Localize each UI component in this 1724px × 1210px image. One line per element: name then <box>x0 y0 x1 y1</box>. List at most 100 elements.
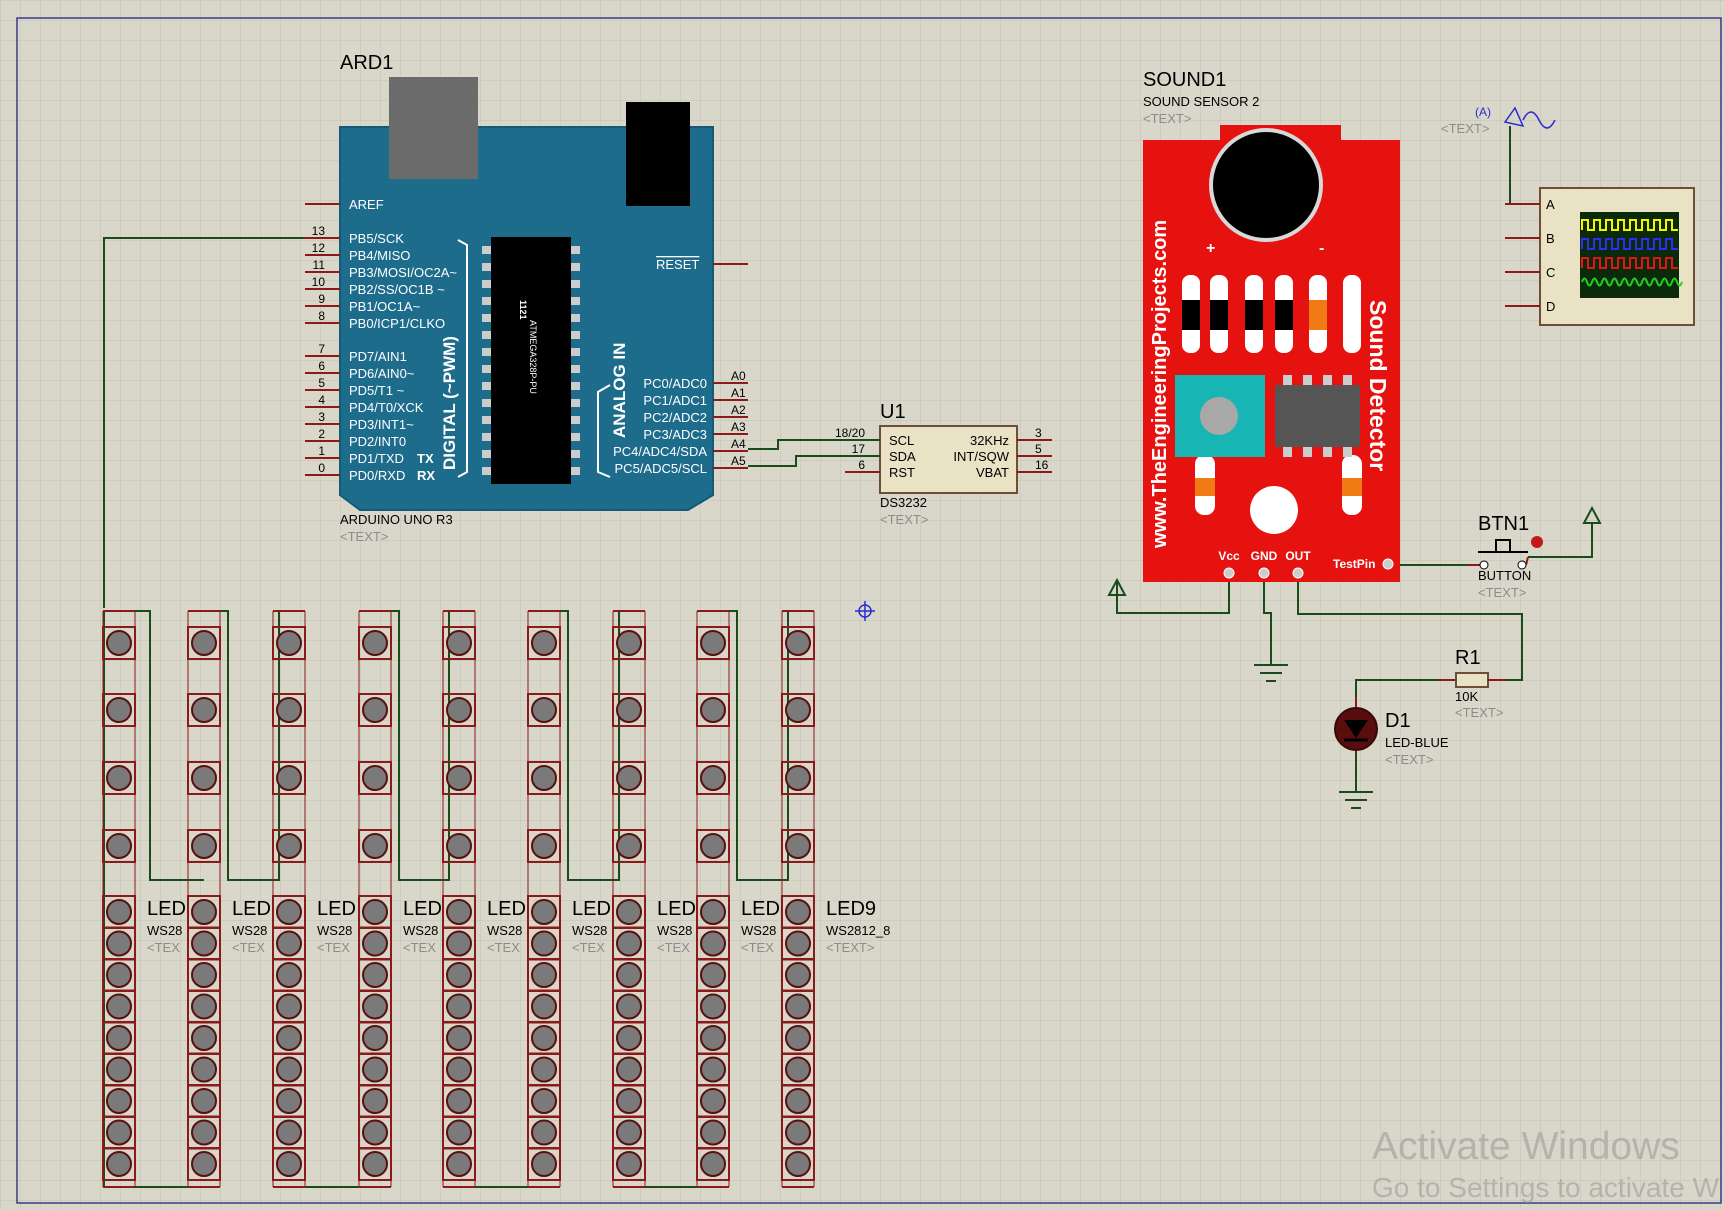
led-pixel[interactable] <box>531 1056 557 1083</box>
led-pixel[interactable] <box>276 697 302 723</box>
led-d1[interactable] <box>1334 697 1378 753</box>
led-pixel[interactable] <box>106 1025 132 1051</box>
led-pixel[interactable] <box>700 1151 726 1177</box>
led-strips[interactable] <box>102 610 815 1188</box>
led-pixel[interactable] <box>191 930 217 957</box>
led-pixel[interactable] <box>785 765 811 791</box>
led-pixel[interactable] <box>276 1119 302 1146</box>
led-pixel[interactable] <box>191 1056 217 1083</box>
led-pixel[interactable] <box>616 1025 642 1051</box>
led-pixel[interactable] <box>191 1025 217 1051</box>
led-pixel[interactable] <box>616 1056 642 1083</box>
led-pixel[interactable] <box>106 962 132 988</box>
led-pixel[interactable] <box>276 962 302 988</box>
led-pixel[interactable] <box>106 1119 132 1146</box>
led-pixel[interactable] <box>700 993 726 1020</box>
led-pixel[interactable] <box>785 1088 811 1114</box>
led-pixel[interactable] <box>531 962 557 988</box>
led-pixel[interactable] <box>362 833 388 859</box>
sound-pin-gnd[interactable] <box>1258 567 1270 579</box>
led-pixel[interactable] <box>446 833 472 859</box>
led-pixel[interactable] <box>531 1119 557 1146</box>
led-pixel[interactable] <box>446 1025 472 1051</box>
led-pixel[interactable] <box>700 1056 726 1083</box>
led-pixel[interactable] <box>531 1151 557 1177</box>
led-pixel[interactable] <box>446 962 472 988</box>
led-pixel[interactable] <box>785 697 811 723</box>
resistor-r1[interactable] <box>1438 672 1506 688</box>
led-pixel[interactable] <box>191 899 217 925</box>
led-pixel[interactable] <box>700 930 726 957</box>
led-pixel[interactable] <box>106 1056 132 1083</box>
led-strip[interactable] <box>358 610 392 1188</box>
button-btn1[interactable] <box>1467 536 1543 570</box>
led-pixel[interactable] <box>276 1088 302 1114</box>
led-pixel[interactable] <box>362 899 388 925</box>
led-pixel[interactable] <box>785 1056 811 1083</box>
led-pixel[interactable] <box>616 1151 642 1177</box>
led-strip[interactable] <box>102 610 136 1188</box>
led-pixel[interactable] <box>531 1088 557 1114</box>
led-pixel[interactable] <box>531 930 557 957</box>
led-pixel[interactable] <box>531 1025 557 1051</box>
sound-pin-out[interactable] <box>1292 567 1304 579</box>
led-pixel[interactable] <box>785 899 811 925</box>
led-pixel[interactable] <box>362 1025 388 1051</box>
led-pixel[interactable] <box>276 899 302 925</box>
led-pixel[interactable] <box>276 1056 302 1083</box>
led-pixel[interactable] <box>446 993 472 1020</box>
led-pixel[interactable] <box>362 1056 388 1083</box>
led-pixel[interactable] <box>276 630 302 656</box>
led-pixel[interactable] <box>446 1056 472 1083</box>
led-pixel[interactable] <box>191 993 217 1020</box>
sound-pin-vcc[interactable] <box>1223 567 1235 579</box>
led-pixel[interactable] <box>362 930 388 957</box>
led-pixel[interactable] <box>785 930 811 957</box>
led-pixel[interactable] <box>106 697 132 723</box>
led-pixel[interactable] <box>616 833 642 859</box>
led-pixel[interactable] <box>531 993 557 1020</box>
testpin-dot[interactable] <box>1382 558 1394 570</box>
led-pixel[interactable] <box>446 1088 472 1114</box>
led-pixel[interactable] <box>616 993 642 1020</box>
led-pixel[interactable] <box>616 630 642 656</box>
led-pixel[interactable] <box>531 833 557 859</box>
led-pixel[interactable] <box>191 962 217 988</box>
led-pixel[interactable] <box>276 1025 302 1051</box>
led-pixel[interactable] <box>531 697 557 723</box>
led-pixel[interactable] <box>700 962 726 988</box>
led-pixel[interactable] <box>446 930 472 957</box>
led-pixel[interactable] <box>616 962 642 988</box>
led-pixel[interactable] <box>446 1119 472 1146</box>
led-pixel[interactable] <box>276 833 302 859</box>
led-pixel[interactable] <box>785 962 811 988</box>
led-pixel[interactable] <box>531 899 557 925</box>
led-pixel[interactable] <box>106 899 132 925</box>
led-pixel[interactable] <box>616 899 642 925</box>
led-pixel[interactable] <box>191 1088 217 1114</box>
led-pixel[interactable] <box>362 765 388 791</box>
led-pixel[interactable] <box>785 833 811 859</box>
led-pixel[interactable] <box>276 1151 302 1177</box>
led-pixel[interactable] <box>191 833 217 859</box>
led-strip[interactable] <box>612 610 646 1188</box>
led-pixel[interactable] <box>616 1088 642 1114</box>
led-pixel[interactable] <box>106 765 132 791</box>
led-pixel[interactable] <box>106 1088 132 1114</box>
led-pixel[interactable] <box>191 1119 217 1146</box>
led-pixel[interactable] <box>785 1025 811 1051</box>
led-pixel[interactable] <box>362 962 388 988</box>
led-pixel[interactable] <box>531 630 557 656</box>
led-pixel[interactable] <box>616 1119 642 1146</box>
led-pixel[interactable] <box>191 1151 217 1177</box>
led-pixel[interactable] <box>700 833 726 859</box>
led-pixel[interactable] <box>191 630 217 656</box>
led-pixel[interactable] <box>616 697 642 723</box>
led-pixel[interactable] <box>616 765 642 791</box>
led-pixel[interactable] <box>106 630 132 656</box>
led-pixel[interactable] <box>700 630 726 656</box>
led-pixel[interactable] <box>106 1151 132 1177</box>
led-strip[interactable] <box>527 610 561 1188</box>
led-pixel[interactable] <box>446 765 472 791</box>
